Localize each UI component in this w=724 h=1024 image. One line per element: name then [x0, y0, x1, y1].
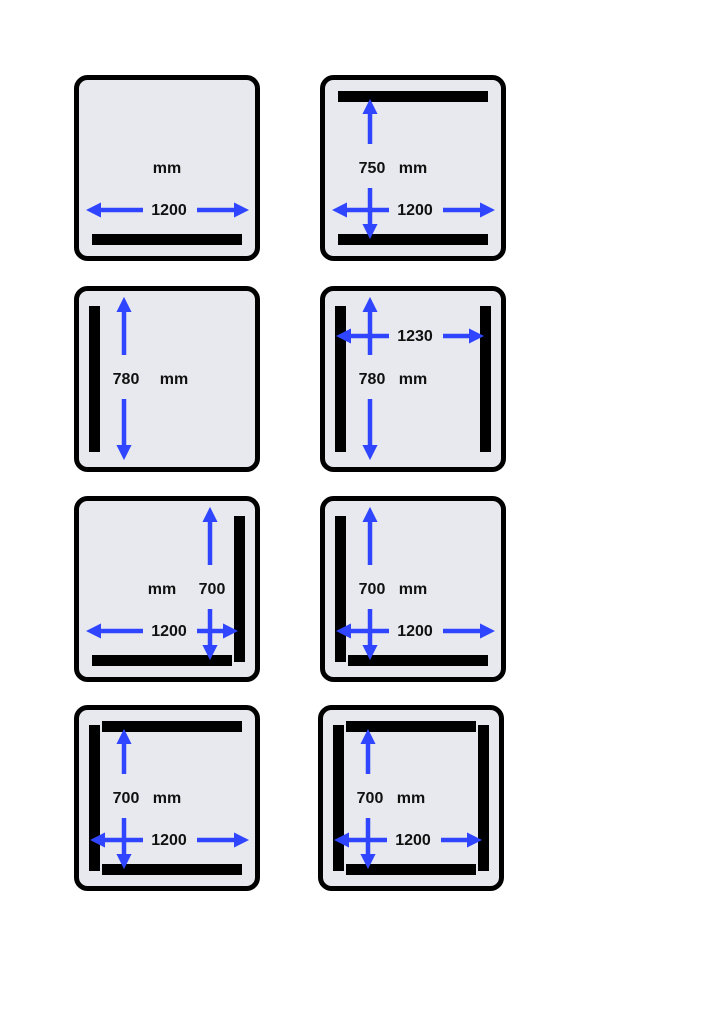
width-label: 1200	[397, 202, 433, 219]
wall-bottom	[92, 655, 232, 666]
units-label: mm	[397, 790, 425, 807]
units-label: mm	[153, 790, 181, 807]
wall-left	[335, 306, 346, 452]
units-label: mm	[399, 581, 427, 598]
wall-right	[480, 306, 491, 452]
wall-bottom	[102, 864, 242, 875]
panel-frame	[74, 75, 260, 261]
wall-left	[89, 725, 100, 871]
width-label: 1200	[151, 832, 187, 849]
wall-right	[234, 516, 245, 662]
depth-label: 700	[199, 581, 226, 598]
wall-top	[346, 721, 476, 732]
depth-label: 780	[359, 371, 386, 388]
panel-3: 780 mm	[74, 286, 260, 472]
wall-bottom	[348, 655, 488, 666]
panel-7: 1200 700 mm	[74, 705, 260, 891]
panel-4: 1230 780 mm	[320, 286, 506, 472]
wall-bottom	[346, 864, 476, 875]
width-label: 1200	[151, 202, 187, 219]
depth-label: 700	[359, 581, 386, 598]
panel-1: 1200 mm	[74, 75, 260, 261]
wall-left	[335, 516, 346, 662]
panel-8: 1200 700 mm	[318, 705, 504, 891]
wall-left	[333, 725, 344, 871]
units-label: mm	[148, 581, 176, 598]
width-label: 1230	[397, 328, 433, 345]
width-label: 1200	[395, 832, 431, 849]
units-label: mm	[399, 371, 427, 388]
panel-2: 1200 750 mm	[320, 75, 506, 261]
wall-top	[102, 721, 242, 732]
width-label: 1200	[151, 623, 187, 640]
depth-label: 750	[359, 160, 386, 177]
panel-5: 1200 700 mm	[74, 496, 260, 682]
depth-label: 700	[357, 790, 384, 807]
wall-left	[89, 306, 100, 452]
units-label: mm	[399, 160, 427, 177]
wall-bottom	[338, 234, 488, 245]
wall-bottom	[92, 234, 242, 245]
wall-right	[478, 725, 489, 871]
units-label: mm	[160, 371, 188, 388]
panel-6: 1200 700 mm	[320, 496, 506, 682]
width-label: 1200	[397, 623, 433, 640]
depth-label: 780	[113, 371, 140, 388]
units-label: mm	[153, 160, 181, 177]
wall-top	[338, 91, 488, 102]
depth-label: 700	[113, 790, 140, 807]
